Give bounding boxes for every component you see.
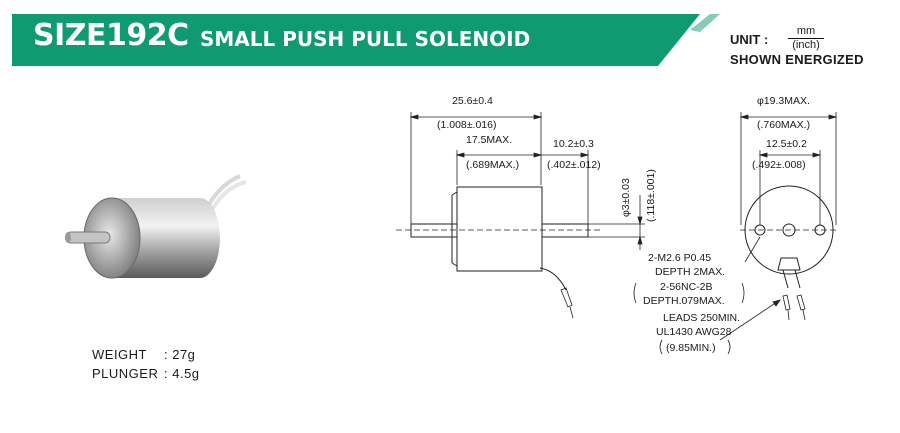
spec-weight-label: WEIGHT [92, 347, 147, 362]
dim-overall-in: (1.008±.016) [437, 119, 497, 131]
spec-plunger-value: : 4.5g [164, 366, 200, 381]
shown-state: SHOWN ENERGIZED [730, 52, 864, 67]
note-thread: 2-M2.6 P0.45 [648, 252, 712, 264]
dim-hole-in: (.492±.008) [752, 159, 806, 171]
spec-plunger-label: PLUNGER [92, 366, 159, 381]
spec-weight: WEIGHT : 27g [92, 347, 195, 362]
fraction-bar [788, 38, 824, 39]
end-view [719, 112, 838, 341]
solenoid-photo-illustration [65, 174, 247, 279]
note-leads-in: (9.85MIN.) [666, 342, 716, 354]
dim-overall-mm: 25.6±0.4 [452, 95, 493, 107]
dim-hole-mm: 12.5±0.2 [766, 138, 807, 150]
product-title: SMALL PUSH PULL SOLENOID [200, 27, 531, 51]
dim-stroke-mm: 10.2±0.3 [553, 138, 594, 150]
product-photo [60, 168, 250, 298]
note-thread-depth: DEPTH 2MAX. [655, 266, 726, 278]
dim-stroke-in: (.402±.012) [547, 159, 601, 171]
note-brackets [633, 282, 745, 355]
unit-denominator: (inch) [792, 39, 820, 51]
dim-shaft-in: (.118±.001) [645, 169, 657, 222]
banner-shape [12, 14, 720, 66]
unit-label: UNIT : [730, 32, 769, 47]
unit-fraction: mm (inch) [788, 26, 824, 51]
note-thread-alt-depth: DEPTH.079MAX. [643, 295, 725, 307]
unit-numerator: mm [796, 25, 816, 37]
note-leads: LEADS 250MIN. [663, 312, 741, 324]
model-title: SIZE192C [33, 18, 189, 53]
note-leads-spec: UL1430 AWG28 [656, 326, 732, 338]
side-view [396, 112, 645, 319]
dim-body-in: (.689MAX.) [466, 159, 520, 171]
dim-dia-in: (.760MAX.) [757, 119, 811, 131]
dim-body-mm: 17.5MAX. [466, 134, 513, 146]
note-thread-alt: 2-56NC-2B [660, 281, 713, 293]
spec-plunger: PLUNGER : 4.5g [92, 366, 200, 381]
dim-dia-mm: φ19.3MAX. [757, 95, 810, 107]
dim-shaft-mm: φ3±0.03 [620, 178, 632, 217]
header-banner: SIZE192C SMALL PUSH PULL SOLENOID [0, 0, 900, 72]
spec-weight-value: : 27g [164, 347, 196, 362]
